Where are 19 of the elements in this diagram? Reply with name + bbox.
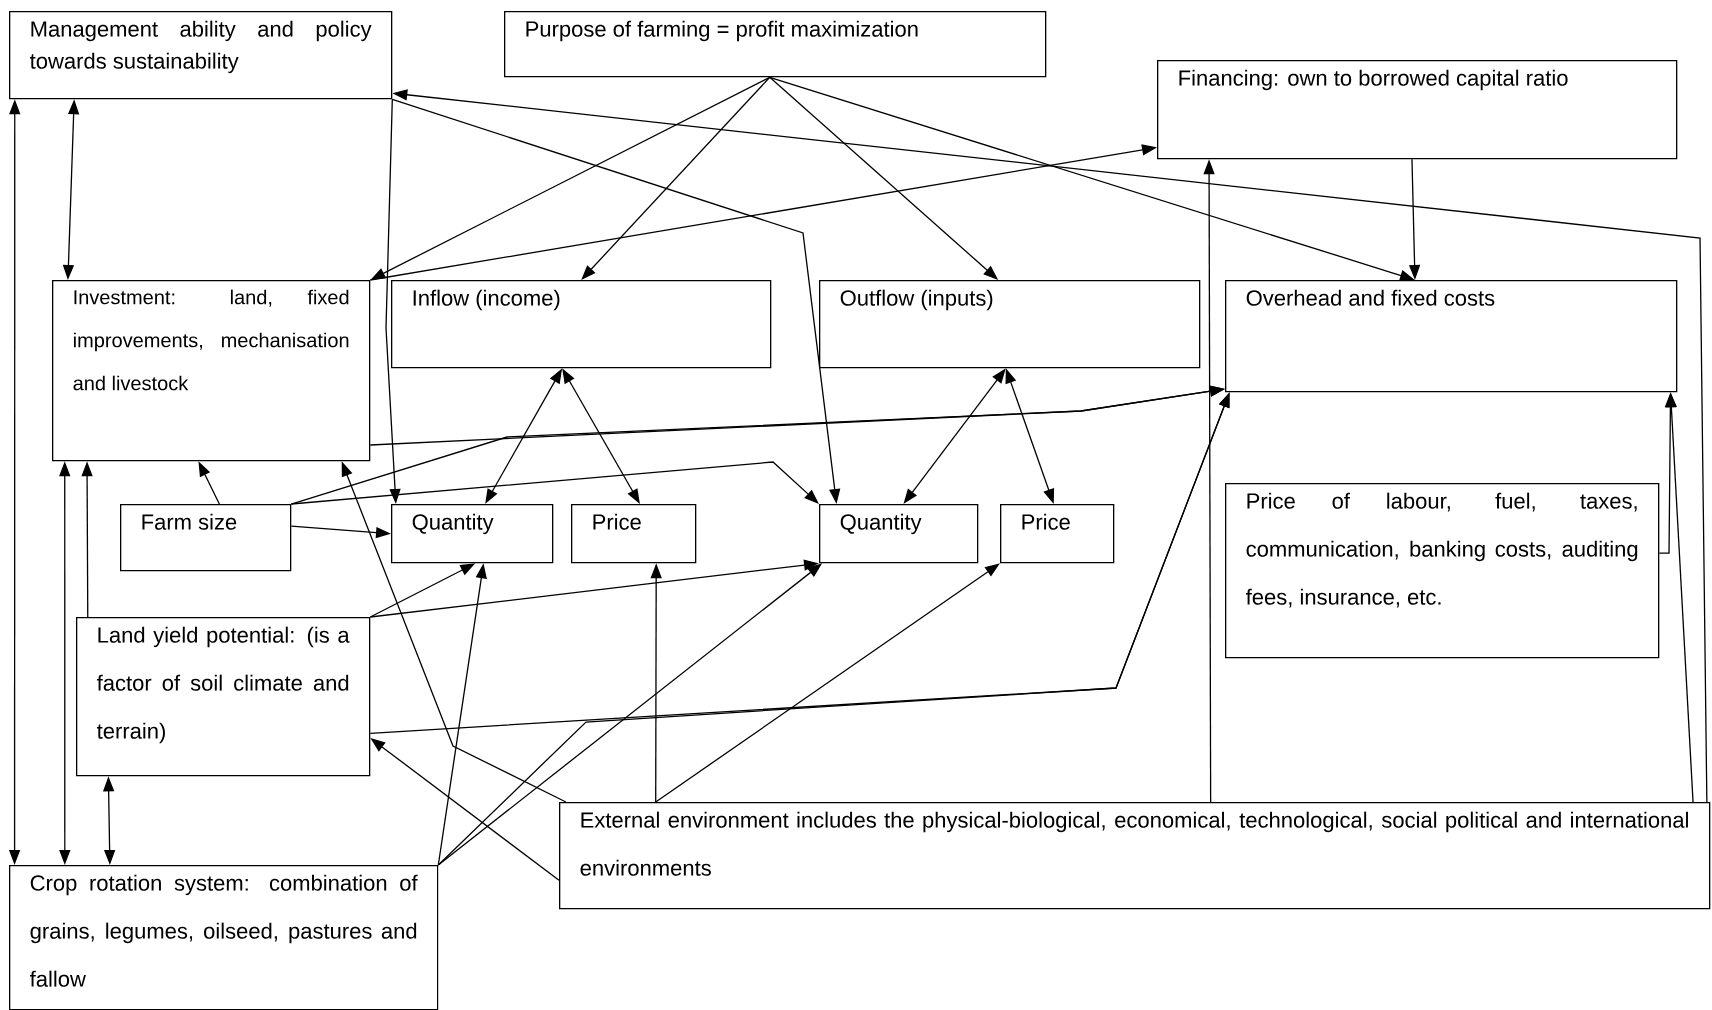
concept-box: Price: [571, 504, 697, 564]
concept-box: Crop rotation system: combination of grains, legumes, oilseed, pastures and fallow: [9, 865, 439, 1010]
concept-box: Inflow (income): [391, 280, 772, 369]
concept-box: Price of labour, fuel, taxes, communication, banking costs, auditing fees, insurance, etc.: [1225, 483, 1660, 659]
concept-box: Investment: land, fixed improvements, mechanisation and livestock: [52, 280, 371, 462]
concept-box: Management ability and policy towards sustainability: [9, 11, 393, 100]
concept-box: Price: [1000, 504, 1115, 564]
concept-box: Quantity: [819, 504, 979, 564]
arrow: [581, 76, 771, 280]
concept-box: Purpose of farming = profit maximization: [504, 11, 1047, 78]
concept-box: Quantity: [391, 504, 554, 564]
concept-box: Land yield potential: (is a factor of soil climate and terrain): [76, 617, 371, 777]
concept-box: Financing: own to borrowed capital ratio: [1157, 60, 1678, 160]
arrow: [655, 563, 1000, 803]
arrow: [290, 461, 819, 505]
concept-box: Farm size: [120, 504, 292, 572]
concept-box: Outflow (inputs): [819, 280, 1201, 369]
concept-box: Overhead and fixed costs: [1225, 280, 1678, 393]
concept-box: External environment includes the physical-biological, economical, technological, social political and international environments: [559, 802, 1711, 910]
